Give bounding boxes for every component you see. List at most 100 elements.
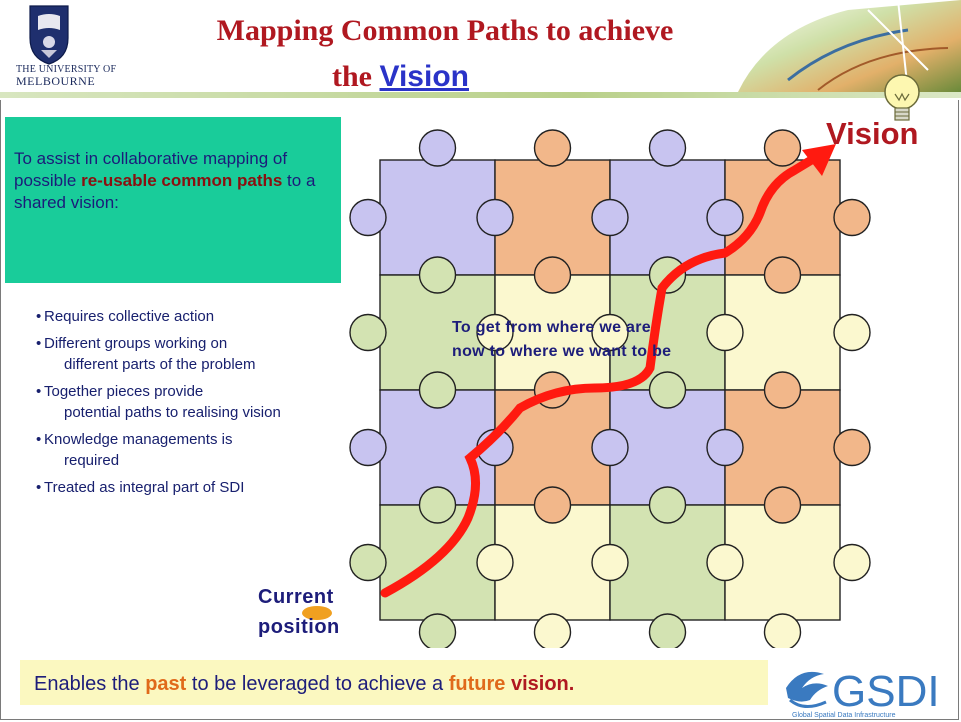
list-item: • Together pieces provide potential path… [36, 381, 336, 423]
current-line2: position [258, 616, 340, 638]
light-bulb-icon [884, 74, 920, 121]
puzzle-piece [494, 274, 611, 391]
vision-label: Vision [826, 116, 919, 151]
puzzle-knob [418, 486, 457, 524]
arrow-head-icon [802, 144, 836, 176]
puzzle-knob [833, 428, 871, 467]
list-item: • Treated as integral part of SDI [36, 477, 336, 498]
puzzle-knob [349, 428, 387, 467]
puzzle-knob [418, 256, 457, 294]
puzzle-knob [533, 486, 572, 524]
gsdi-logo-subtext: Global Spatial Data Infrastructure [792, 712, 896, 719]
list-item: • Knowledge managements is required [36, 429, 336, 471]
slide-title-line1: Mapping Common Paths to achieve [216, 14, 674, 47]
puzzle-knob [591, 543, 629, 582]
puzzle-piece [724, 389, 841, 506]
bullet-text: Requires collective action [44, 308, 215, 325]
middle-caption: To get from where we are now to where we… [452, 316, 671, 364]
puzzle-knob [418, 371, 457, 409]
footer-part2: to be leveraged to achieve a [186, 673, 449, 695]
puzzle-knob [648, 486, 687, 524]
university-name-line2: MELBOURNE [16, 74, 96, 88]
intro-emphasis: re-usable common paths [81, 171, 283, 190]
puzzle-knob [763, 256, 802, 294]
puzzle-knob [648, 371, 687, 409]
middle-caption-line1: To get from where we are [452, 319, 651, 336]
puzzle-knob [833, 543, 871, 582]
bullet-dot-icon: • [36, 479, 42, 496]
puzzle-knob [706, 543, 744, 582]
puzzle-knob [648, 613, 687, 648]
gsdi-globe-icon: GSDI Global Spatial Data Infrastructure [786, 667, 940, 719]
puzzle-piece [724, 504, 841, 621]
list-item: • Different groups working on different … [36, 333, 336, 375]
title-vision-link[interactable]: Vision [379, 60, 469, 93]
puzzle-knob [763, 129, 802, 167]
puzzle-piece [494, 159, 611, 276]
gsdi-logo-text: GSDI [832, 667, 940, 716]
puzzle-knob [533, 129, 572, 167]
bullet-dot-icon: • [36, 383, 42, 400]
bullet-list: • Requires collective action • Different… [36, 306, 336, 504]
bullet-continuation: required [64, 452, 120, 469]
current-line1: Current [258, 586, 334, 608]
bullet-dot-icon: • [36, 335, 42, 352]
slide-title-line2: the Vision [332, 60, 469, 94]
puzzle-piece [379, 159, 496, 276]
puzzle-knob [833, 198, 871, 237]
bullet-dot-icon: • [36, 308, 42, 325]
puzzle-knob [763, 371, 802, 409]
puzzle-knob [648, 129, 687, 167]
footer-text: Enables the past to be leveraged to achi… [34, 673, 574, 696]
bullet-continuation: different parts of the problem [64, 356, 256, 373]
puzzle-knob [591, 313, 629, 352]
middle-caption-line2: now to where we want to be [452, 343, 672, 360]
list-item: • Requires collective action [36, 306, 336, 327]
puzzle-pieces [349, 129, 871, 648]
header-divider [0, 92, 961, 98]
corner-decoration-icon [738, 0, 961, 92]
bullet-text: Together pieces provide [44, 383, 204, 400]
puzzle-piece [609, 274, 726, 391]
puzzle-knob [591, 428, 629, 467]
puzzle-knob [476, 198, 514, 237]
puzzle-knob [476, 313, 514, 352]
puzzle-knob [706, 313, 744, 352]
intro-part1: To assist in collaborative mapping of po… [14, 149, 288, 190]
puzzle-knob [349, 313, 387, 352]
puzzle-knob [706, 428, 744, 467]
bullet-text: Treated as integral part of SDI [44, 479, 245, 496]
puzzle-knob [349, 543, 387, 582]
puzzle-knob [706, 198, 744, 237]
puzzle-knob [591, 198, 629, 237]
puzzle-knob [418, 129, 457, 167]
bullet-text: Knowledge managements is [44, 431, 233, 448]
intro-part2: to a shared vision: [14, 171, 316, 212]
puzzle-knob [833, 313, 871, 352]
title-prefix: the [332, 60, 380, 93]
footer-vision: vision. [510, 673, 575, 695]
puzzle-piece [724, 274, 841, 391]
puzzle-diagram [349, 129, 871, 648]
bullet-continuation: potential paths to realising vision [64, 404, 281, 421]
puzzle-knob [533, 613, 572, 648]
footer-future: future [448, 673, 506, 695]
bullet-dot-icon: • [36, 431, 42, 448]
puzzle-piece [379, 274, 496, 391]
footer-part1: Enables the [34, 673, 146, 695]
puzzle-knob [349, 198, 387, 237]
puzzle-knob [763, 486, 802, 524]
footer-past: past [145, 673, 187, 695]
intro-box [5, 117, 341, 283]
current-position-marker [302, 606, 332, 620]
university-crest-icon [29, 5, 69, 65]
puzzle-knob [476, 543, 514, 582]
bullet-text: Different groups working on [44, 335, 228, 352]
current-position-label: Current position [258, 582, 340, 642]
intro-text: To assist in collaborative mapping of po… [14, 148, 344, 214]
arrow-path-icon [380, 151, 823, 598]
puzzle-knob [533, 256, 572, 294]
puzzle-knob [418, 613, 457, 648]
puzzle-knob [763, 613, 802, 648]
university-name-line1: THE UNIVERSITY OF [16, 64, 117, 75]
